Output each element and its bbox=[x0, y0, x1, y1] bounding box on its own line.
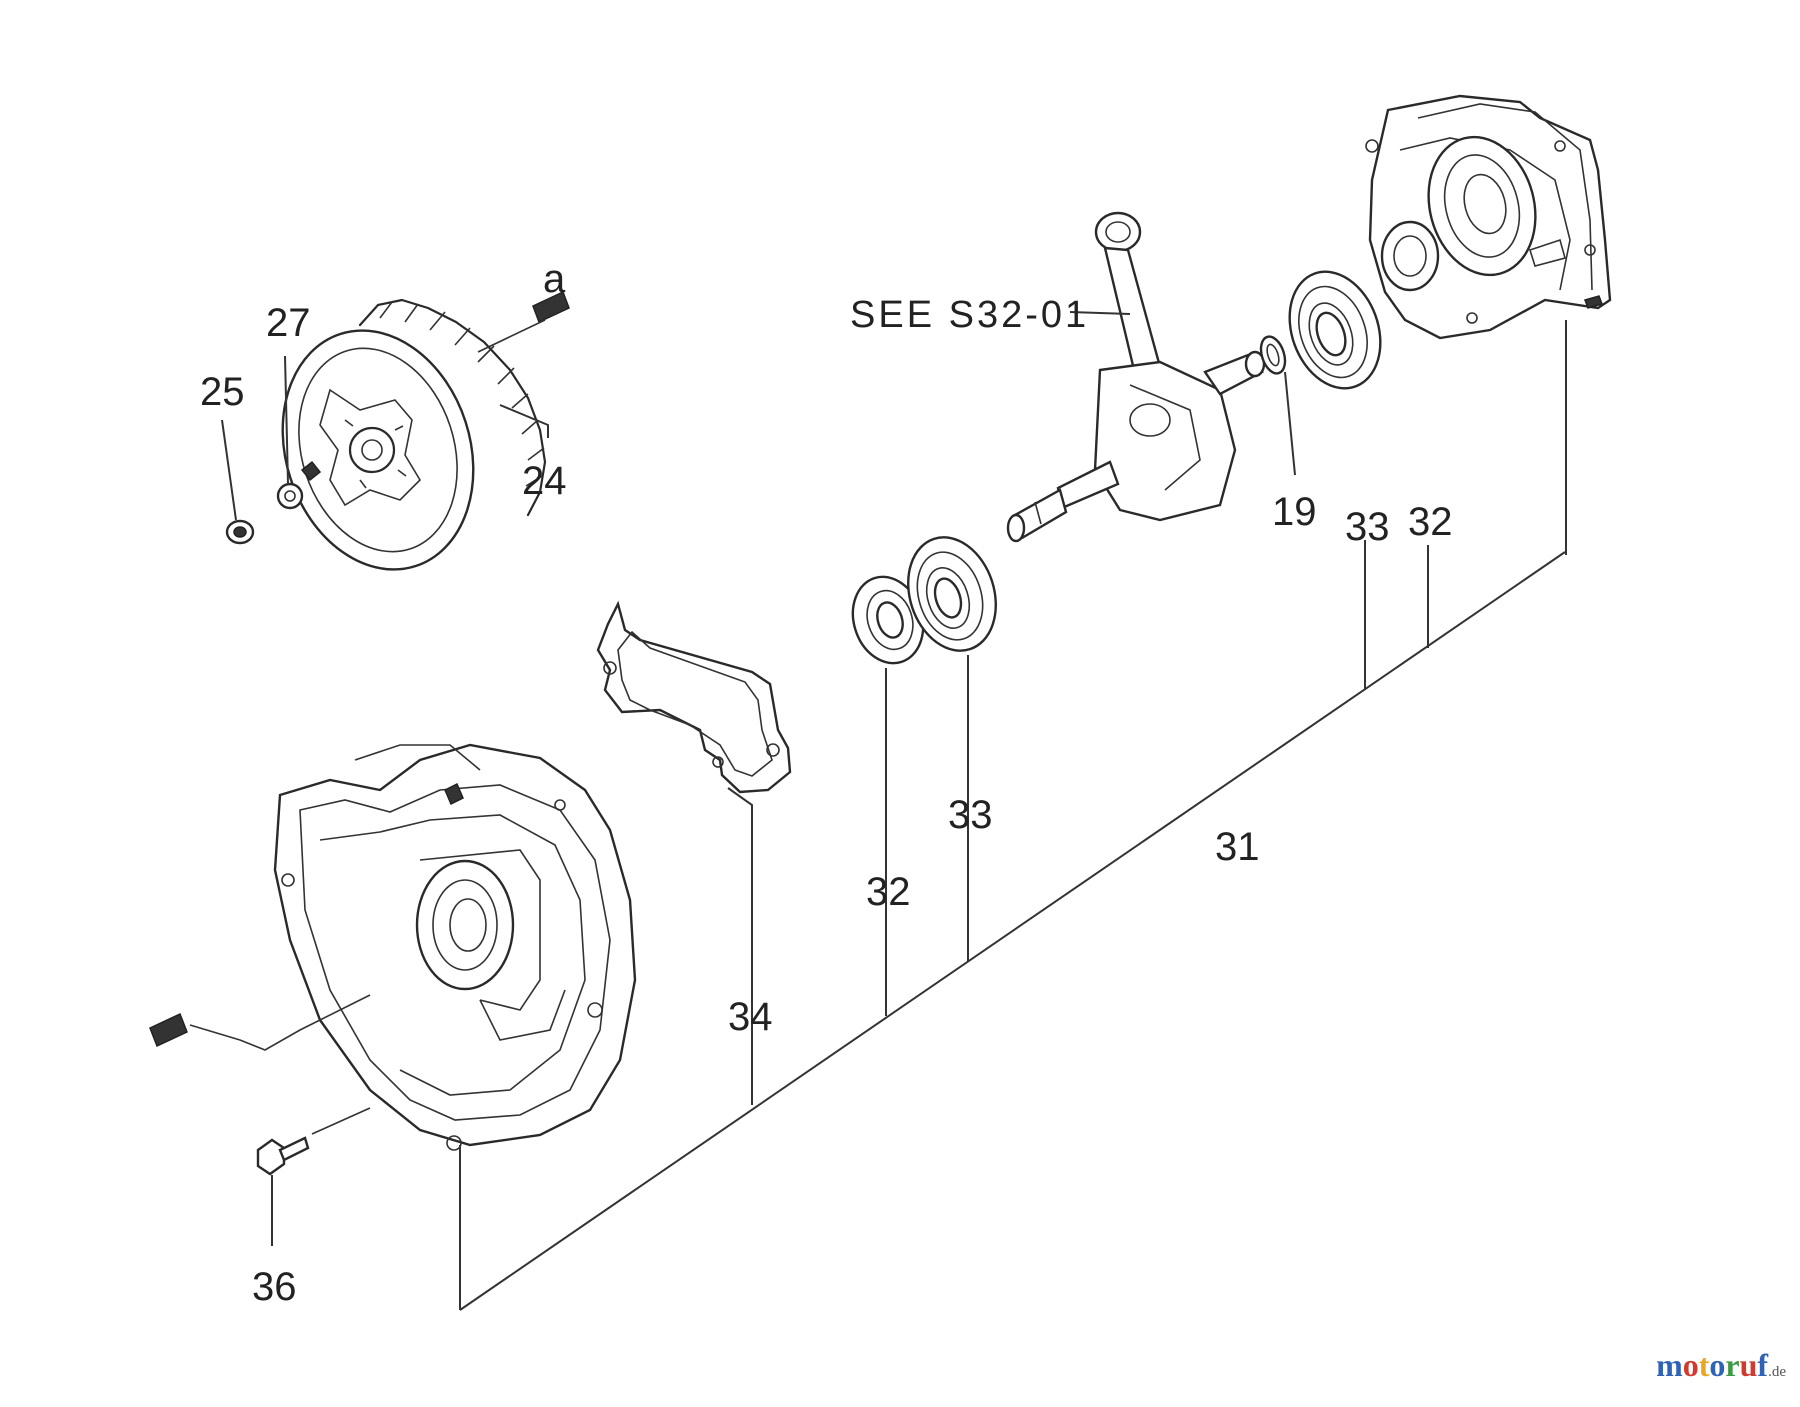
label-part-31: 31 bbox=[1215, 825, 1260, 869]
label-see-reference: SEE S32-01 bbox=[850, 294, 1089, 336]
label-marker-a: a bbox=[543, 257, 566, 301]
washer-27 bbox=[276, 482, 304, 510]
leader-lines bbox=[221, 311, 1567, 1311]
crankcase-left-half bbox=[273, 743, 637, 1151]
label-part-32-mid: 32 bbox=[866, 870, 911, 914]
flywheel bbox=[281, 298, 547, 571]
watermark-letter: m bbox=[1656, 1347, 1683, 1383]
arrow-a-marker bbox=[477, 290, 570, 353]
motoruf-watermark-logo: motoruf.de bbox=[1656, 1347, 1786, 1384]
watermark-letter: o bbox=[1682, 1347, 1699, 1383]
bolt-36 bbox=[256, 1107, 371, 1176]
bearing-33-top bbox=[1288, 270, 1382, 390]
nut-25 bbox=[225, 519, 255, 545]
crankshaft-assembly bbox=[1006, 211, 1266, 543]
arrow-marker-left bbox=[149, 994, 371, 1051]
label-part-32-top: 32 bbox=[1408, 500, 1453, 544]
watermark-letter: t bbox=[1698, 1347, 1710, 1383]
label-part-36: 36 bbox=[252, 1265, 297, 1309]
watermark-tld: .de bbox=[1768, 1364, 1786, 1380]
watermark-letter: u bbox=[1739, 1347, 1758, 1383]
gasket-34 bbox=[596, 600, 792, 794]
bearing-33-mid bbox=[907, 536, 997, 652]
label-part-34: 34 bbox=[728, 995, 773, 1039]
watermark-letter: f bbox=[1757, 1347, 1769, 1383]
part-labels: 25 27 a 24 SEE S32-01 19 33 32 32 33 31 … bbox=[200, 257, 1453, 1309]
label-part-33-mid: 33 bbox=[948, 793, 993, 837]
crankcase-right-half bbox=[1365, 94, 1612, 340]
washer-19 bbox=[1259, 335, 1287, 375]
watermark-letter: o bbox=[1709, 1347, 1726, 1383]
label-part-33-top: 33 bbox=[1345, 505, 1390, 549]
watermark-letter: r bbox=[1725, 1347, 1740, 1383]
label-part-25: 25 bbox=[200, 370, 245, 414]
label-part-24: 24 bbox=[522, 459, 567, 503]
label-part-27: 27 bbox=[266, 301, 311, 345]
label-part-19: 19 bbox=[1272, 490, 1317, 534]
